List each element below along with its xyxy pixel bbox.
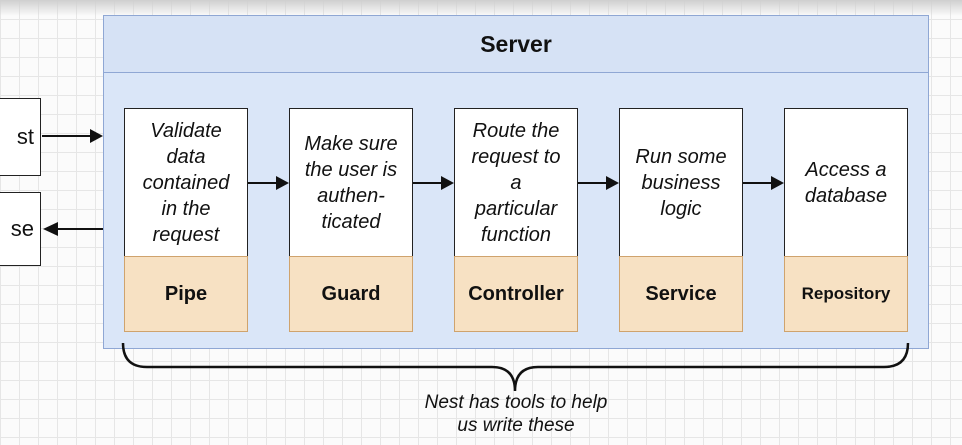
server-title: Server <box>104 16 928 73</box>
top-shadow <box>0 0 962 16</box>
step-service: Run some business logic Service <box>619 108 743 332</box>
step-guard: Make sure the user is authen- ticated Gu… <box>289 108 413 332</box>
brace <box>121 342 910 392</box>
step-description: Make sure the user is authen- ticated <box>289 108 413 257</box>
step-repository: Access a database Repository <box>784 108 908 332</box>
step-description: Access a database <box>784 108 908 257</box>
step-label: Pipe <box>124 256 248 332</box>
request-box: st <box>0 98 41 176</box>
response-label: se <box>10 216 34 241</box>
step-pipe: Validate data contained in the request P… <box>124 108 248 332</box>
step-label: Controller <box>454 256 578 332</box>
response-box: se <box>0 192 41 266</box>
step-label: Repository <box>784 256 908 332</box>
request-label: st <box>16 124 34 149</box>
step-description: Validate data contained in the request <box>124 108 248 257</box>
step-description: Route the request to a particular functi… <box>454 108 578 257</box>
step-description: Run some business logic <box>619 108 743 257</box>
step-controller: Route the request to a particular functi… <box>454 108 578 332</box>
annotation-text: Nest has tools to help us write these <box>424 392 608 436</box>
step-label: Service <box>619 256 743 332</box>
step-label: Guard <box>289 256 413 332</box>
